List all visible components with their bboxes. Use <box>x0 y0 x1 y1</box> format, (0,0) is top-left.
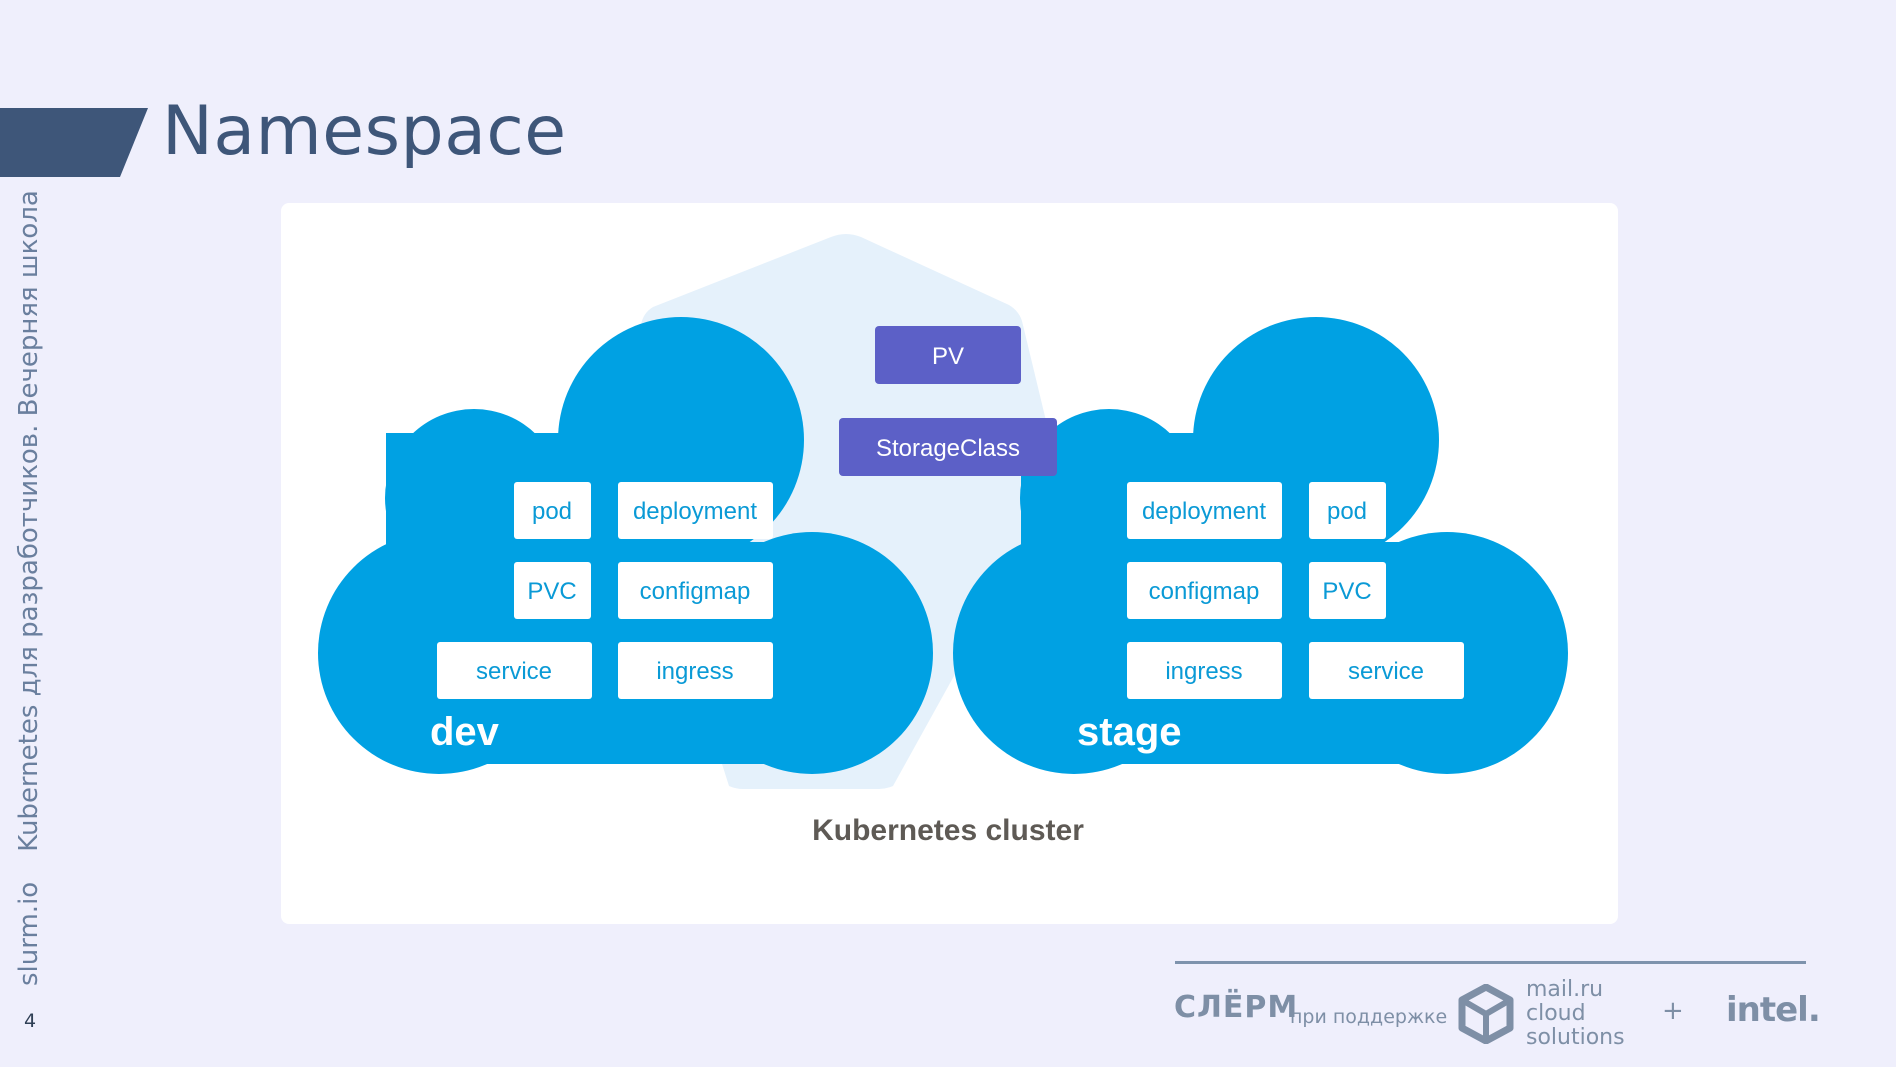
stage-resource-configmap: configmap <box>1127 562 1282 619</box>
side-course-title: Kubernetes для разработчиков. Вечерняя ш… <box>14 190 44 852</box>
namespace-diagram: PV StorageClass pod deployment PVC confi… <box>318 234 1568 847</box>
slurm-logo: СЛЁРМ <box>1174 990 1299 1025</box>
stage-resource-deployment-label: deployment <box>1142 498 1266 525</box>
stage-resource-ingress-label: ingress <box>1165 658 1242 685</box>
stage-resource-pvc: PVC <box>1309 562 1386 619</box>
shared-resource-storageclass-label: StorageClass <box>876 435 1020 462</box>
stage-resource-configmap-label: configmap <box>1149 578 1260 605</box>
footer-logos: СЛЁРМ при поддержке mail.ru cloud soluti… <box>1174 978 1821 1050</box>
dev-resource-configmap-label: configmap <box>640 578 751 605</box>
stage-resource-deployment: deployment <box>1127 482 1282 539</box>
mailru-line-2: cloud <box>1526 1001 1586 1026</box>
dev-resource-configmap: configmap <box>618 562 773 619</box>
intel-logo: intel. <box>1726 990 1821 1030</box>
mailru-cloud-logo: mail.ru cloud solutions <box>1526 978 1625 1050</box>
dev-resource-pod: pod <box>514 482 591 539</box>
title-accent-bar <box>0 108 148 177</box>
stage-resource-pod-label: pod <box>1327 498 1367 525</box>
namespace-label-dev: dev <box>430 710 500 754</box>
dev-resource-pvc-label: PVC <box>527 578 576 605</box>
stage-resource-pvc-label: PVC <box>1322 578 1371 605</box>
mailru-line-3: solutions <box>1526 1025 1625 1050</box>
stage-resource-service-label: service <box>1348 658 1424 685</box>
diagram-card: PV StorageClass pod deployment PVC confi… <box>281 203 1618 924</box>
dev-resource-pvc: PVC <box>514 562 591 619</box>
support-text: при поддержке <box>1290 1006 1448 1028</box>
mailru-cube-icon <box>1458 984 1514 1044</box>
dev-resource-ingress-label: ingress <box>656 658 733 685</box>
stage-resource-ingress: ingress <box>1127 642 1282 699</box>
dev-resource-deployment: deployment <box>618 482 773 539</box>
shared-resource-storageclass: StorageClass <box>839 418 1057 476</box>
side-caption: slurm.io Kubernetes для разработчиков. Ве… <box>14 190 44 986</box>
namespace-label-stage: stage <box>1077 710 1182 754</box>
dev-resource-pod-label: pod <box>532 498 572 525</box>
cluster-label: Kubernetes cluster <box>812 814 1084 847</box>
footer-divider <box>1175 961 1806 964</box>
dev-resource-service: service <box>437 642 592 699</box>
cloud-stage <box>953 317 1568 774</box>
dev-resource-deployment-label: deployment <box>633 498 757 525</box>
page-number: 4 <box>24 1010 37 1032</box>
shared-resource-pv-label: PV <box>932 343 964 370</box>
stage-resource-pod: pod <box>1309 482 1386 539</box>
dev-resource-ingress: ingress <box>618 642 773 699</box>
shared-resource-pv: PV <box>875 326 1021 384</box>
slide-title: Namespace <box>162 92 567 171</box>
side-brand: slurm.io <box>14 881 44 986</box>
mailru-line-1: mail.ru <box>1526 977 1604 1002</box>
plus-sign: + <box>1662 996 1684 1026</box>
dev-resource-service-label: service <box>476 658 552 685</box>
stage-resource-service: service <box>1309 642 1464 699</box>
